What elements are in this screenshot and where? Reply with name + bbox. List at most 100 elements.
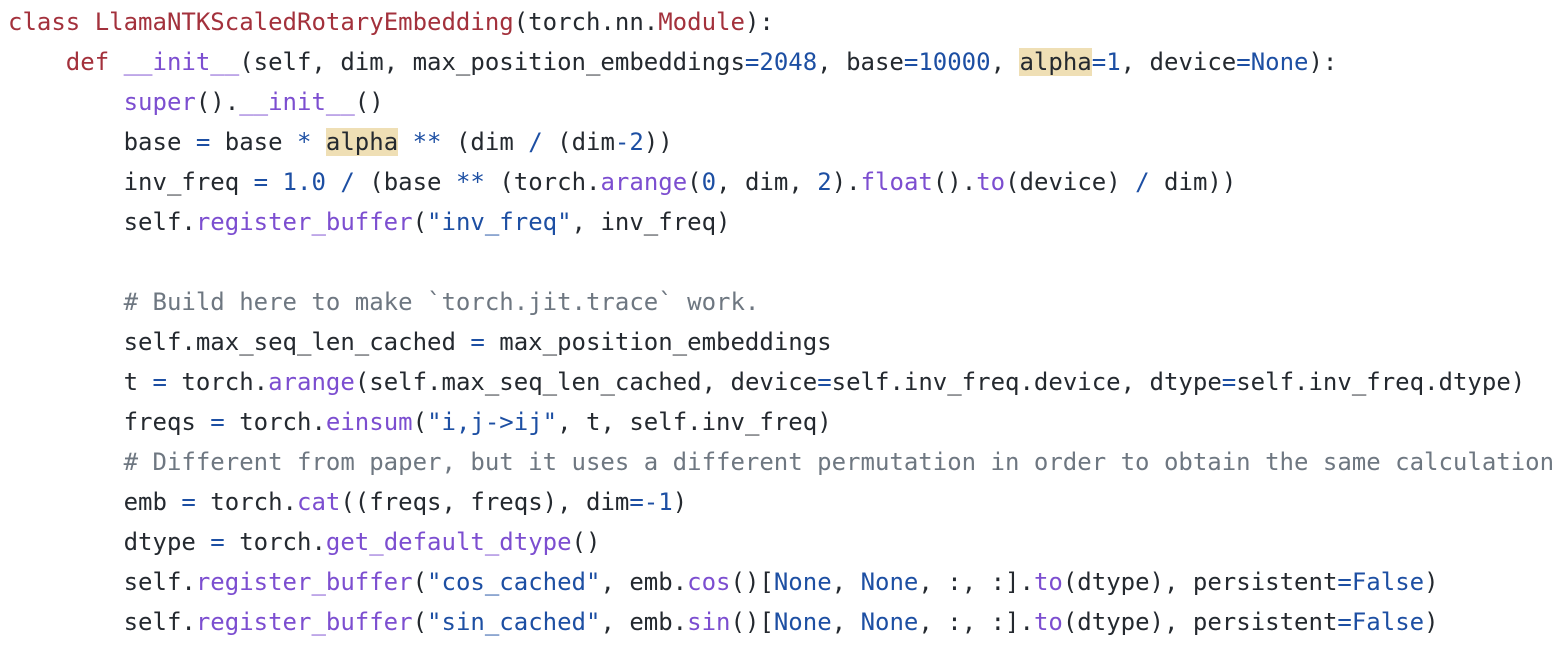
literal-token: None (773, 608, 832, 636)
code-line[interactable]: self.register_buffer("cos_cached", emb.c… (8, 562, 1439, 602)
operator-token: / (340, 168, 355, 196)
literal-token: 10000 (918, 48, 991, 76)
code-line[interactable]: t = torch.arange(self.max_seq_len_cached… (8, 362, 1526, 402)
code-line[interactable]: base = base * alpha ** (dim / (dim-2)) (8, 122, 673, 162)
code-token: (). (932, 168, 977, 196)
function-token: einsum (325, 408, 413, 436)
literal-token: 2048 (759, 48, 818, 76)
function-token: sin (687, 608, 731, 636)
code-token: (dim (441, 128, 529, 156)
code-token: , dim, (716, 168, 818, 196)
literal-token: None (860, 568, 919, 596)
code-token: dtype (8, 528, 211, 556)
code-line[interactable]: emb = torch.cat((freqs, freqs), dim=-1) (8, 482, 688, 522)
literal-token: 2 (629, 128, 644, 156)
code-token: () (354, 88, 384, 116)
code-token: , device (1120, 48, 1237, 76)
code-token: self.inv_freq.dtype) (1236, 368, 1526, 396)
code-token: self. (8, 568, 196, 596)
function-token: register_buffer (195, 568, 413, 596)
highlighted-token: alpha (1019, 48, 1092, 76)
operator-token: = (903, 48, 919, 76)
literal-token: 1 (1106, 48, 1121, 76)
code-line[interactable]: super().__init__() (8, 82, 384, 122)
code-token (398, 128, 412, 156)
operator-token: = (152, 368, 167, 396)
code-token: , (990, 48, 1020, 76)
operator-token: = (210, 528, 225, 556)
code-token: (base (354, 168, 456, 196)
code-token: (self, dim, max_position_embeddings (239, 48, 745, 76)
function-token: super (123, 88, 196, 116)
code-token: (device) (1005, 168, 1136, 196)
operator-token: / (528, 128, 543, 156)
code-line[interactable]: self.register_buffer("sin_cached", emb.s… (8, 602, 1439, 642)
literal-token: 1 (658, 488, 673, 516)
code-token: ). (831, 168, 861, 196)
code-token (268, 168, 282, 196)
comment-token: # Different from paper, but it uses a di… (123, 448, 1555, 476)
code-token: ): (744, 8, 774, 36)
operator-token: = (1337, 608, 1352, 636)
function-token: register_buffer (195, 608, 413, 636)
code-token: ( (687, 168, 702, 196)
code-line[interactable]: class LlamaNTKScaledRotaryEmbedding(torc… (8, 2, 774, 42)
operator-token: = (181, 488, 196, 516)
operator-token: = (744, 48, 760, 76)
operator-token: = (1236, 48, 1251, 76)
keyword-token: def (65, 48, 124, 76)
function-token: cos (687, 568, 731, 596)
code-token: ) (672, 488, 688, 516)
function-token: __init__ (123, 48, 240, 76)
code-line[interactable]: # Build here to make `torch.jit.trace` w… (8, 282, 760, 322)
code-token: ( (412, 408, 428, 436)
code-line[interactable]: self.register_buffer("inv_freq", inv_fre… (8, 202, 731, 242)
operator-token: = (1337, 568, 1352, 596)
code-line[interactable]: freqs = torch.einsum("i,j->ij", t, self.… (8, 402, 832, 442)
comment-token: # Build here to make `torch.jit.trace` w… (123, 288, 760, 316)
code-line[interactable]: # Different from paper, but it uses a di… (8, 442, 1554, 482)
code-token: (dtype), persistent (1062, 568, 1338, 596)
code-token: , :, :]. (918, 608, 1034, 636)
literal-token: False (1351, 568, 1425, 596)
code-line[interactable]: def __init__(self, dim, max_position_emb… (8, 42, 1337, 82)
code-token: torch. (224, 528, 326, 556)
string-token: "inv_freq" (427, 208, 572, 236)
code-token: , t, self.inv_freq) (557, 408, 832, 436)
code-token: (). (195, 88, 240, 116)
literal-token: 2 (817, 168, 832, 196)
code-token: ()[ (730, 568, 774, 596)
code-token: ( (412, 208, 428, 236)
function-token: to (976, 168, 1006, 196)
string-token: "i,j->ij" (427, 408, 558, 436)
operator-token: * (297, 128, 312, 156)
code-token: )) (643, 128, 673, 156)
code-token: (torch.nn. (513, 8, 659, 36)
function-token: float (860, 168, 933, 196)
literal-token: False (1351, 608, 1425, 636)
operator-token: = (253, 168, 269, 196)
code-token: ((freqs, freqs), dim (340, 488, 630, 516)
code-token: ()[ (730, 608, 774, 636)
literal-token: 0 (701, 168, 717, 196)
code-line[interactable]: self.max_seq_len_cached = max_position_e… (8, 322, 832, 362)
code-line[interactable]: inv_freq = 1.0 / (base ** (torch.arange(… (8, 162, 1237, 202)
code-token: torch. (166, 368, 269, 396)
code-token (8, 288, 124, 316)
string-token: "cos_cached" (427, 568, 601, 596)
code-token: (dim (542, 128, 615, 156)
code-token: base (8, 128, 196, 156)
function-token: register_buffer (195, 208, 413, 236)
code-token: t (8, 368, 153, 396)
code-token: self. (8, 208, 196, 236)
operator-token: = (210, 408, 225, 436)
code-token (311, 128, 325, 156)
operator-token: / (1135, 168, 1150, 196)
code-token: self.inv_freq.device, dtype (831, 368, 1222, 396)
code-line[interactable]: dtype = torch.get_default_dtype() (8, 522, 601, 562)
code-token: , emb. (600, 608, 688, 636)
literal-token: None (860, 608, 919, 636)
code-token: (dtype), persistent (1062, 608, 1338, 636)
code-token: (torch. (484, 168, 601, 196)
